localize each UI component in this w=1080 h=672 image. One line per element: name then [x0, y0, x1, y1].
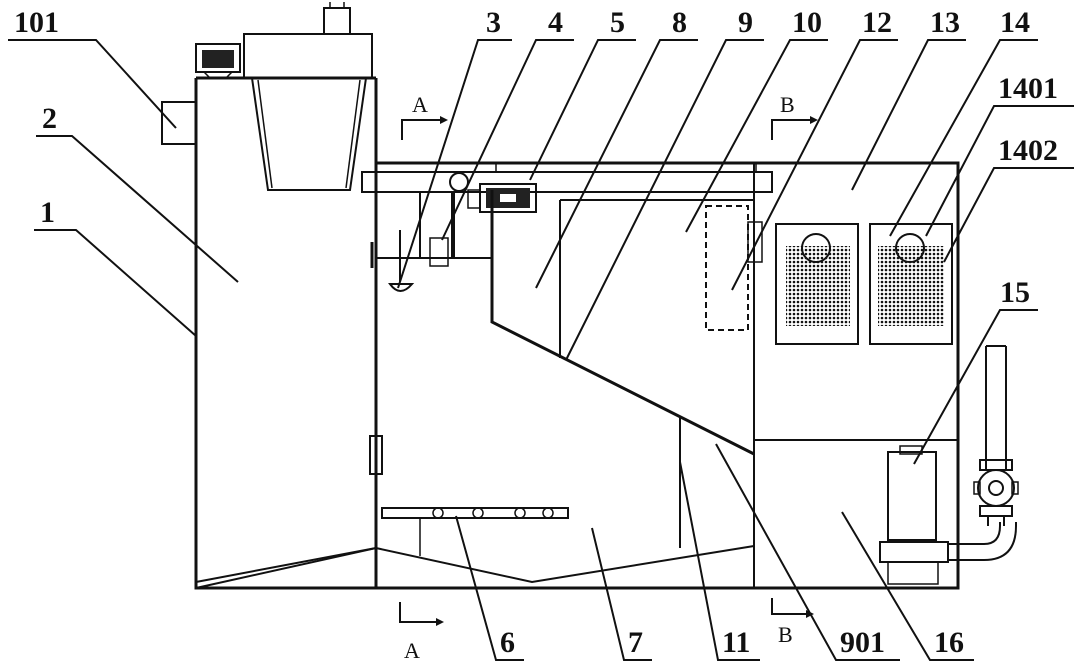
label-6: 6 [500, 626, 515, 659]
label-1402: 1402 [998, 134, 1058, 167]
label-10: 10 [792, 6, 822, 39]
label-1401: 1401 [998, 72, 1058, 105]
label-2: 2 [42, 102, 57, 135]
chamber-floor-left [195, 545, 755, 589]
callout-11: 11 [679, 461, 760, 661]
label-7: 7 [628, 626, 643, 659]
filter-module-left [775, 223, 859, 345]
filter-module-right [869, 223, 953, 345]
bracket-12 [747, 221, 763, 263]
section-mark-a-top: A [401, 92, 448, 140]
callout-16: 16 [841, 511, 974, 661]
callout-4: 4 [441, 6, 574, 241]
label-101: 101 [14, 6, 59, 39]
label-4: 4 [548, 6, 563, 39]
section-mark-b-bottom: B [771, 598, 814, 647]
section-a-top-label: A [412, 92, 428, 117]
section-mark-a-bottom: A [399, 602, 444, 663]
bridge-rail [361, 163, 773, 193]
sloped-baffle [490, 190, 755, 548]
section-mark-b-top: B [771, 92, 818, 140]
callout-1: 1 [34, 196, 197, 337]
callout-8: 8 [535, 6, 698, 289]
box-101 [161, 101, 197, 145]
callout-3: 3 [397, 6, 512, 289]
callout-5: 5 [529, 6, 636, 181]
callout-1402: 1402 [943, 134, 1074, 263]
label-11: 11 [722, 626, 750, 659]
callout-9: 9 [565, 6, 764, 361]
callout-12: 12 [731, 6, 898, 291]
callout-2: 2 [36, 102, 239, 283]
label-16: 16 [934, 626, 964, 659]
callout-7: 7 [591, 527, 652, 661]
label-3: 3 [486, 6, 501, 39]
tank-outline [194, 76, 960, 590]
section-b-bottom-label: B [778, 622, 793, 647]
label-13: 13 [930, 6, 960, 39]
callout-14: 14 [889, 6, 1038, 237]
label-14: 14 [1000, 6, 1030, 39]
label-15: 15 [1000, 276, 1030, 309]
callout-901: 901 [715, 443, 900, 661]
wall-marker [369, 435, 383, 475]
label-9: 9 [738, 6, 753, 39]
discharge-pipe [979, 345, 1013, 526]
label-1: 1 [40, 196, 55, 229]
aeration-pipe [381, 507, 569, 556]
label-901: 901 [840, 626, 885, 659]
callout-6: 6 [455, 515, 524, 661]
hopper-assembly [243, 2, 373, 191]
callout-15: 15 [913, 276, 1038, 465]
skimmer-assembly [370, 191, 492, 292]
rail-motor-icon [449, 172, 537, 213]
label-12: 12 [862, 6, 892, 39]
callout-101: 101 [8, 6, 177, 129]
dashed-module-12 [705, 205, 749, 331]
label-5: 5 [610, 6, 625, 39]
valve-icon [973, 469, 1019, 507]
callout-10: 10 [685, 6, 828, 233]
label-8: 8 [672, 6, 687, 39]
motor-icon [195, 43, 241, 79]
callout-1401: 1401 [925, 72, 1074, 237]
pump-icon [879, 445, 1017, 585]
section-a-bottom-label: A [404, 638, 420, 663]
callout-13: 13 [851, 6, 966, 191]
section-b-top-label: B [780, 92, 795, 117]
